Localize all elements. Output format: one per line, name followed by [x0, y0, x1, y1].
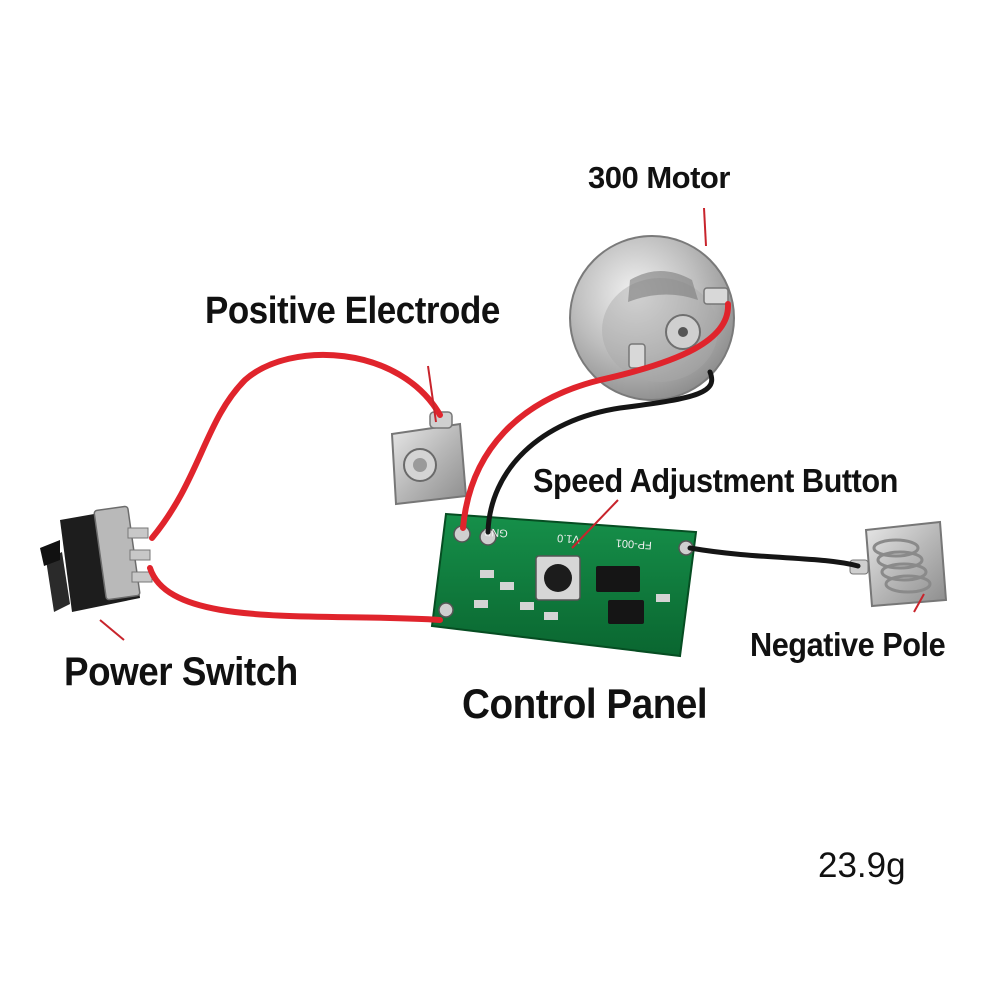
black-wires: [485, 369, 861, 569]
motor: [569, 235, 735, 401]
pcb-model-marking: FP-001: [615, 536, 652, 550]
positive-electrode-plate: [390, 411, 468, 506]
weight-label: 23.9g: [818, 846, 906, 885]
label-negative-pole: Negative Pole: [750, 626, 946, 663]
red-wires: [147, 301, 732, 623]
label-300-motor: 300 Motor: [588, 160, 730, 195]
control-panel-board: GNB V1.0 FP-001: [430, 512, 698, 658]
label-speed-adjustment-button: Speed Adjustment Button: [533, 462, 898, 499]
leader-lines: [99, 207, 925, 641]
label-power-switch: Power Switch: [64, 650, 298, 694]
power-switch: [40, 505, 153, 612]
label-positive-electrode: Positive Electrode: [205, 290, 500, 332]
label-control-panel: Control Panel: [462, 680, 708, 727]
pcb-version-marking: V1.0: [557, 531, 580, 545]
negative-pole-spring: [849, 520, 948, 608]
